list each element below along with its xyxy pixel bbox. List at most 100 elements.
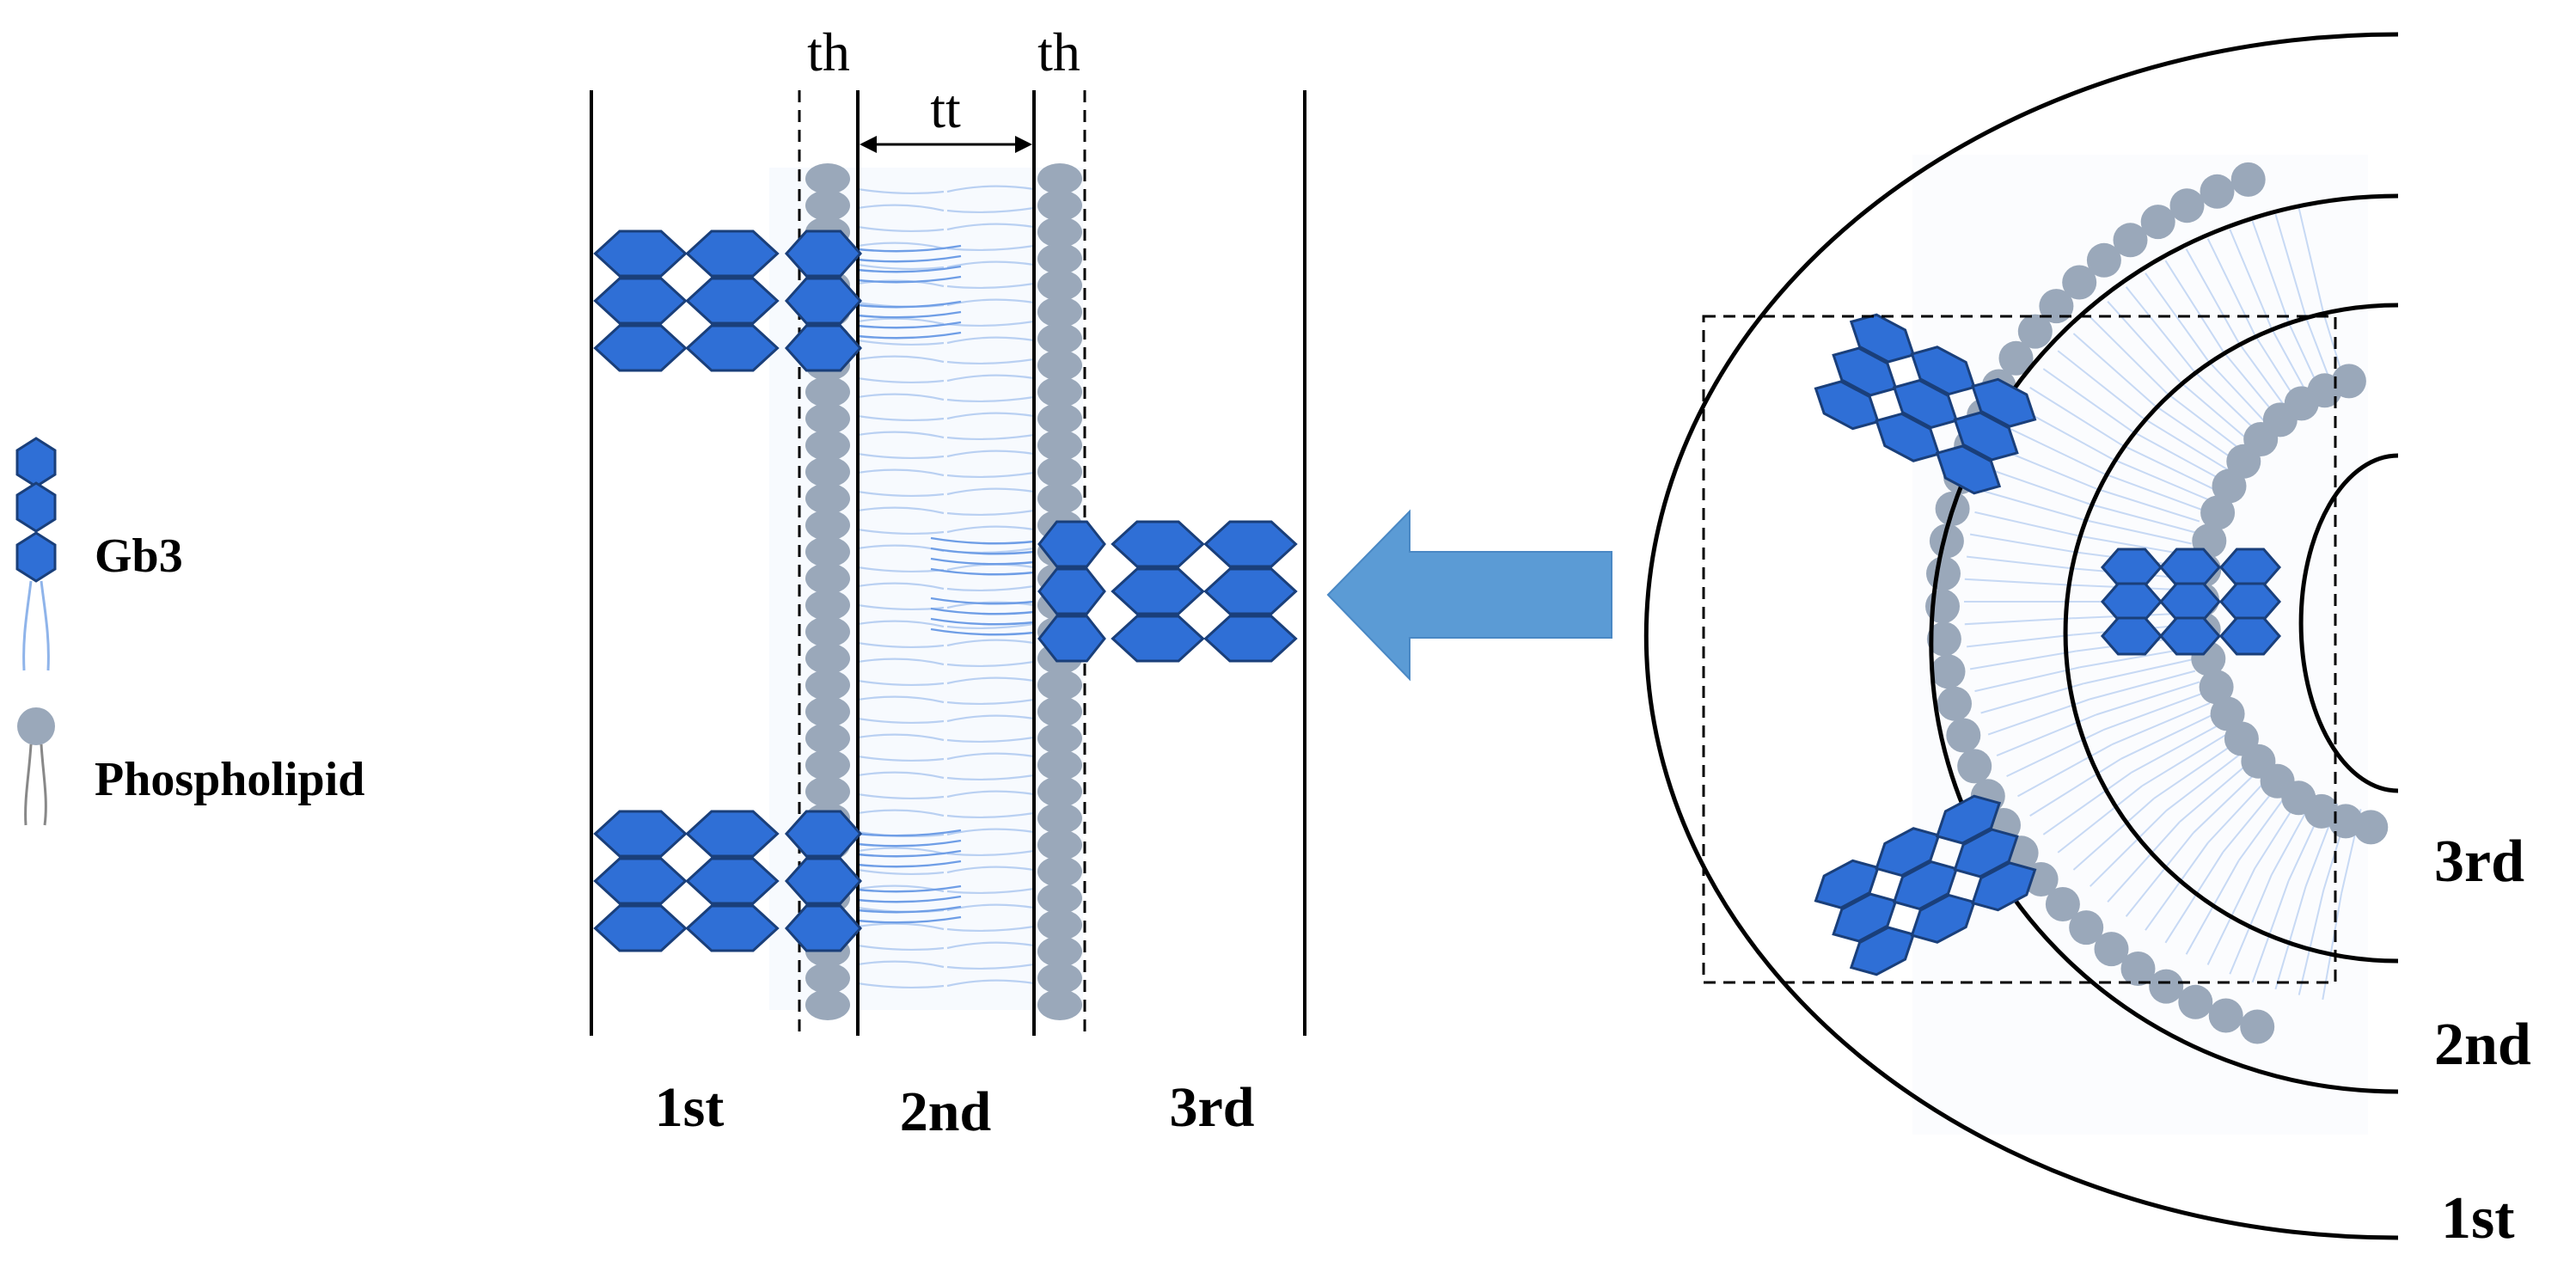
phospholipid-head [1037,297,1082,327]
gb3-tail [857,829,962,837]
th-left-label: th [807,21,850,83]
lipid-tail [946,185,1035,193]
lipid-tail [2145,841,2209,931]
phospholipid-head [805,750,850,780]
lipid-tail [2125,832,2194,917]
legend: Gb3 Phospholipid [15,437,364,826]
lipid-tail [946,866,1035,874]
lipid-tail [2251,880,2290,983]
lipid-tail [946,941,1035,950]
lipid-tail [946,714,1035,723]
phospholipid-head [2200,495,2236,530]
gb3-hexagon [784,904,863,952]
lipid-tail [1969,650,2077,670]
lipid-tail [2083,518,2192,545]
phospholipid-head [2199,670,2234,705]
lipid-tail [2042,368,2132,431]
lipid-tail [2107,821,2181,903]
curved-region-3-label: 3rd [2434,829,2524,895]
gb3-tail [857,300,962,309]
lipid-tail [2164,260,2224,352]
lipid-tail [2089,670,2196,701]
lipid-tail [857,452,945,460]
phospholipid-head [1037,856,1082,887]
gb3-hexagon [2219,616,2281,656]
lipid-tail [946,223,1035,231]
lipid-tail [2102,472,2205,512]
lipid-tail [2141,416,2230,472]
phospholipid-head [1037,217,1082,248]
phospholipid-head [2062,265,2097,300]
phospholipid-head [2069,910,2104,945]
gb3-tail [930,617,1035,626]
gb3-tail [930,557,1035,566]
lipid-tail [946,774,1035,781]
lipid-tail [946,979,1035,988]
phospholipid-head [2178,984,2213,1019]
lipid-tail [946,206,1035,214]
phospholipid-head [805,483,850,514]
phospholipid-head [2140,205,2175,240]
phospholipid-head [2210,696,2245,731]
gb3-tail [22,580,33,671]
gb3-hexagon [593,810,688,858]
lipid-tail [946,244,1035,252]
lipid-tail [1964,578,2072,586]
lipid-tail [946,963,1035,970]
phospholipid-head [1037,909,1082,940]
lipid-tail [946,471,1035,479]
gb3-tail [930,567,1035,576]
phospholipid-head [1926,621,1961,657]
gb3-hexagon [1203,520,1298,568]
gb3-hexagon [1971,377,2037,428]
phospholipid-head [1037,403,1082,434]
lipid-tail [1966,633,2074,648]
gb3-cluster [2101,548,2281,656]
lipid-tail [857,755,945,762]
boundary-arc-2 [1929,193,2398,1094]
gb3-tail [857,275,962,284]
phospholipid-head [805,590,850,621]
phospholipid-head [1037,963,1082,994]
lipid-tail [946,622,1035,630]
gb3-hexagon [2159,616,2221,656]
lipid-tail [946,828,1035,836]
lipid-tail [2089,503,2196,534]
lipid-tails-layer [857,185,1035,989]
lipid-tail [2229,874,2273,975]
lipid-tail [857,944,945,952]
lipid-tail [2145,272,2209,362]
lipid-tail [946,584,1035,592]
lipid-tail [2072,798,2155,871]
lipid-tail [1980,682,2084,714]
lipid-tail [857,771,945,780]
lipid-tail [857,376,945,384]
lipid-tail [857,279,945,288]
gb3-tail [857,915,962,924]
gb3-clusters-curved [1814,313,2281,976]
phospholipid-head [805,190,850,221]
lipid-tail [1980,489,2084,521]
lipid-tail [946,698,1035,706]
gb3-hexagon [685,810,780,858]
gb3-tail [930,547,1035,555]
phospholipid-head [805,723,850,754]
lipid-tail [946,395,1035,403]
phospholipid-head [2169,188,2205,223]
phospholipid-head [2240,1009,2275,1044]
lipid-tail [946,509,1035,517]
phospholipid-legend-icon [17,707,55,826]
lipid-tail [2274,885,2307,990]
phospholipid-legend-label: Phospholipid [95,753,364,806]
lipid-tail [2120,444,2217,492]
lipid-tail [857,355,945,364]
gb3-hexagon [685,277,780,325]
lipid-tail [946,412,1035,420]
lipid-tail [2185,248,2240,344]
lipid-tail [2017,744,2113,798]
lipid-tail [1964,617,2072,626]
lipid-tail [946,676,1035,685]
phospholipid-head [1037,883,1082,914]
phospholipid-head [1037,190,1082,221]
